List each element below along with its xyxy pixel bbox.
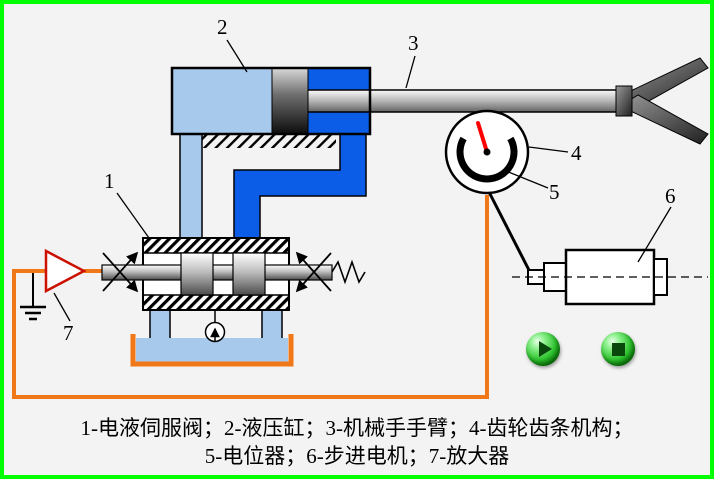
valve-top-cap	[142, 237, 290, 254]
pipe-supply-dark	[233, 133, 367, 241]
cylinder-left-chamber	[172, 68, 272, 134]
pipe-return-light	[179, 133, 203, 241]
solenoid-arrows-right	[295, 251, 332, 293]
leader-line-1	[116, 192, 150, 239]
caption-line-1: 1-电液伺服阀；2-液压缸；3-机械手手臂；4-齿轮齿条机构；	[80, 416, 634, 440]
label-servo-valve: 1	[104, 169, 115, 193]
gear-rack-dial	[444, 109, 530, 195]
label-amplifier: 7	[63, 321, 74, 345]
piston	[271, 67, 309, 135]
oil-tank	[130, 334, 294, 367]
valve-bottom-cap	[142, 294, 290, 311]
stepper-motor	[512, 248, 708, 306]
leader-line-5	[505, 170, 549, 189]
piston-rod-arm	[299, 89, 626, 113]
ground-icon	[20, 273, 46, 321]
feedback-wire	[12, 195, 489, 399]
amplifier-triangle-icon	[44, 248, 87, 294]
caption-line-2: 5-电位器；6-步进电机；7-放大器	[204, 444, 510, 468]
leader-line-6	[637, 206, 672, 263]
servo-valve	[101, 237, 366, 311]
pipe-tank-right	[261, 307, 283, 341]
label-potentiometer: 5	[549, 180, 560, 204]
leader-line-3	[405, 55, 416, 89]
valve-spring-icon	[331, 259, 366, 285]
valve-spool	[101, 252, 333, 296]
hydraulic-cylinder	[172, 68, 370, 134]
label-manipulator-arm: 3	[408, 31, 419, 55]
motor-link	[487, 191, 534, 277]
leader-lines	[53, 39, 672, 322]
leader-line-2	[226, 39, 248, 73]
cylinder-outline	[170, 66, 372, 136]
play-button[interactable]	[526, 332, 560, 366]
label-gear-rack: 4	[571, 141, 582, 165]
stop-button[interactable]	[601, 332, 635, 366]
cylinder-mount-hatch	[200, 134, 336, 148]
label-stepper-motor: 6	[665, 184, 676, 208]
pump-icon	[204, 310, 226, 343]
stop-icon	[611, 342, 625, 356]
solenoid-arrows-left	[102, 251, 139, 293]
caption: 1-电液伺服阀；2-液压缸；3-机械手手臂；4-齿轮齿条机构； 5-电位器；6-…	[0, 414, 714, 470]
pipe-tank-left	[149, 307, 171, 341]
gripper-icon	[615, 57, 709, 145]
leader-line-7	[53, 292, 71, 322]
leader-line-4	[528, 146, 569, 153]
label-hydraulic-cylinder: 2	[217, 15, 228, 39]
play-icon	[538, 341, 552, 357]
potentiometer-arc	[456, 136, 518, 183]
needle-icon	[476, 121, 489, 154]
